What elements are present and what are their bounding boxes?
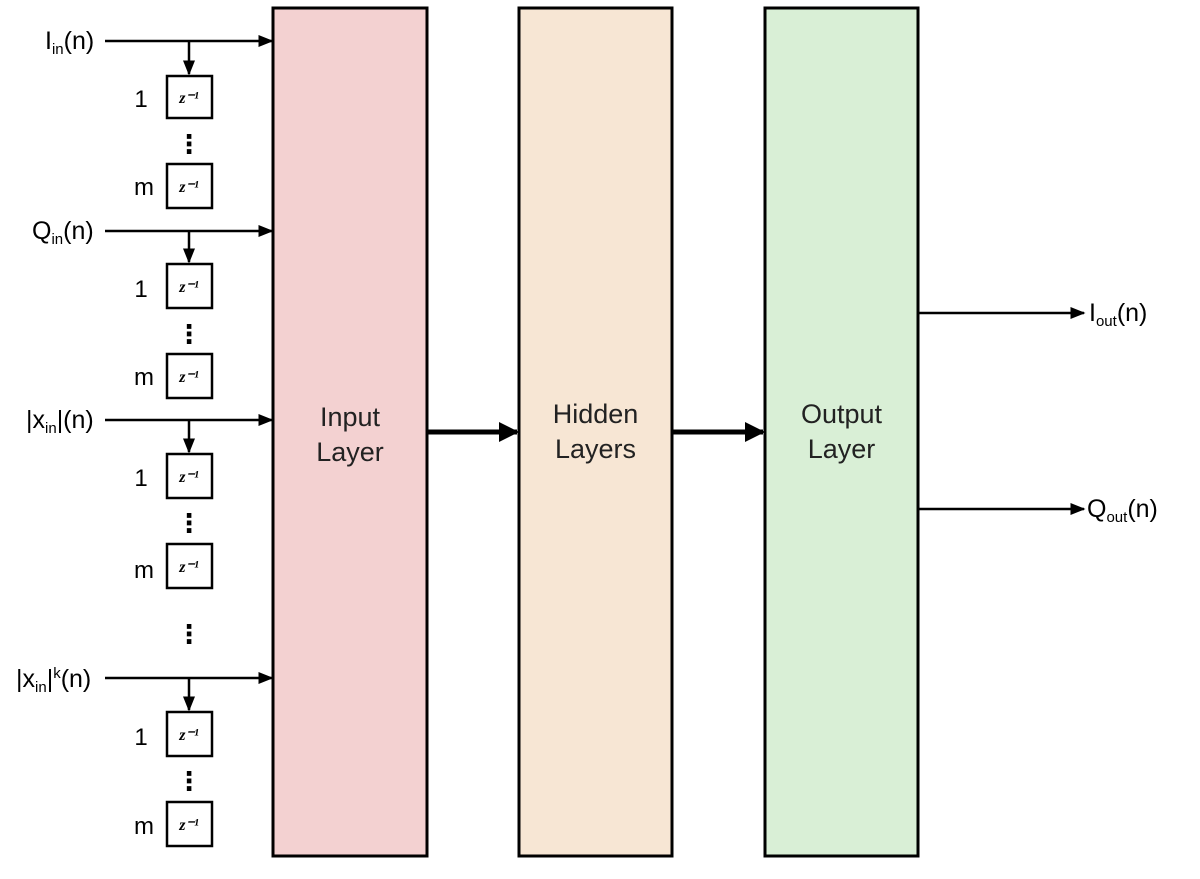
delay-index-first: 1 <box>134 724 147 751</box>
delay-index-first: 1 <box>134 465 147 492</box>
ellipsis: ⋮ <box>176 509 202 539</box>
input-group-i <box>105 35 274 210</box>
input-label-q: Qin(n) <box>32 217 94 248</box>
delay-symbol: z⁻¹ <box>178 90 199 107</box>
delay-symbol: z⁻¹ <box>178 179 199 196</box>
input-label-abs: |xin|(n) <box>26 406 94 437</box>
input-group-abs <box>105 414 274 590</box>
ellipsis: ⋮ <box>176 130 202 160</box>
delay-index-last: m <box>134 174 154 201</box>
ellipsis: ⋮ <box>176 320 202 350</box>
delay-box <box>165 74 214 120</box>
input-label-i: Iin(n) <box>45 27 95 58</box>
delay-symbol: z⁻¹ <box>178 817 199 834</box>
delay-box <box>165 162 214 210</box>
delay-box <box>165 262 214 310</box>
input-label-abs-k: |xin|k(n) <box>16 665 92 696</box>
output-label-i: Iout(n) <box>1089 299 1148 330</box>
delay-index-last: m <box>134 364 154 391</box>
output-label-q: Qout(n) <box>1087 495 1158 526</box>
delay-symbol: z⁻¹ <box>178 727 199 744</box>
delay-box <box>165 352 214 400</box>
delay-box <box>165 542 214 590</box>
delay-box <box>165 452 214 500</box>
delay-index-last: m <box>134 557 154 584</box>
ellipsis: ⋮ <box>176 620 202 650</box>
ellipsis: ⋮ <box>176 767 202 797</box>
delay-index-first: 1 <box>134 276 147 303</box>
delay-box <box>165 800 214 848</box>
delay-symbol: z⁻¹ <box>178 559 199 576</box>
delay-index-last: m <box>134 813 154 840</box>
delay-index-first: 1 <box>134 86 147 113</box>
delay-symbol: z⁻¹ <box>178 469 199 486</box>
hidden-layers-block <box>517 6 674 858</box>
input-group-abs-k <box>105 672 274 848</box>
delay-box <box>165 710 214 758</box>
input-layer-block <box>271 6 429 858</box>
output-layer-block <box>763 6 920 858</box>
delay-symbol: z⁻¹ <box>178 279 199 296</box>
delay-symbol: z⁻¹ <box>178 369 199 386</box>
input-group-q <box>105 225 274 400</box>
